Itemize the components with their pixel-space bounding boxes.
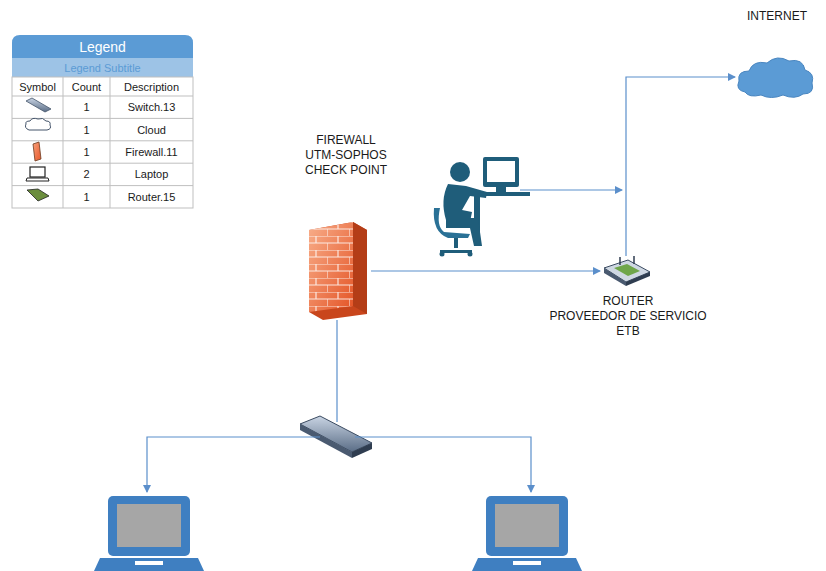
firewall-symbol: FIREWALL UTM-SOPHOS CHECK POINT	[305, 222, 371, 320]
laptop-symbol	[472, 496, 582, 571]
legend-table	[12, 35, 193, 208]
legend-title: Legend	[12, 35, 193, 58]
switch-laptop-link	[355, 437, 531, 492]
table-header: Count	[63, 77, 110, 96]
node-label: INTERNET	[747, 9, 807, 24]
legend-description: Switch.13	[110, 96, 193, 118]
user-workstation	[434, 157, 530, 257]
network-link	[371, 270, 600, 271]
table-cell: 1	[63, 96, 110, 118]
user-link	[520, 189, 622, 190]
table-header: Description	[110, 77, 193, 96]
node-label: ROUTER PROVEEDOR DE SERVICIO ETB	[549, 294, 706, 339]
table-cell: 1	[63, 186, 110, 208]
legend-description: Laptop	[110, 163, 193, 185]
table-cell: 1	[63, 118, 110, 140]
switch-laptop-link	[147, 437, 320, 492]
laptop-symbol	[94, 496, 204, 571]
node-label: FIREWALL UTM-SOPHOS CHECK POINT	[305, 133, 387, 178]
legend-symbols	[25, 98, 51, 201]
legend-description: Firewall.11	[110, 141, 193, 163]
legend-description: Router.15	[110, 186, 193, 208]
router-symbol: ROUTER PROVEEDOR DE SERVICIO ETB	[600, 256, 652, 286]
firewall-switch-link	[336, 320, 337, 422]
legend-subtitle: Legend Subtitle	[12, 58, 193, 77]
network-link	[626, 77, 735, 256]
table-cell: 1	[63, 141, 110, 163]
legend-description: Cloud	[110, 118, 193, 140]
table-cell: 2	[63, 163, 110, 185]
table-header: Symbol	[12, 77, 63, 96]
internet-cloud: INTERNET	[735, 54, 815, 100]
